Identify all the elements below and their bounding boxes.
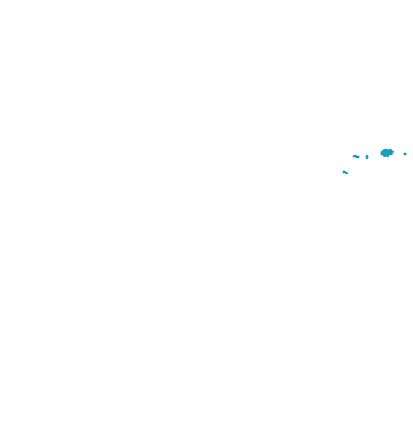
island-cluster [342, 148, 407, 175]
island-southwest [342, 170, 349, 175]
island-west [352, 154, 360, 159]
island-east [403, 152, 407, 156]
island-center [365, 154, 369, 160]
island-large-spur [389, 150, 395, 154]
